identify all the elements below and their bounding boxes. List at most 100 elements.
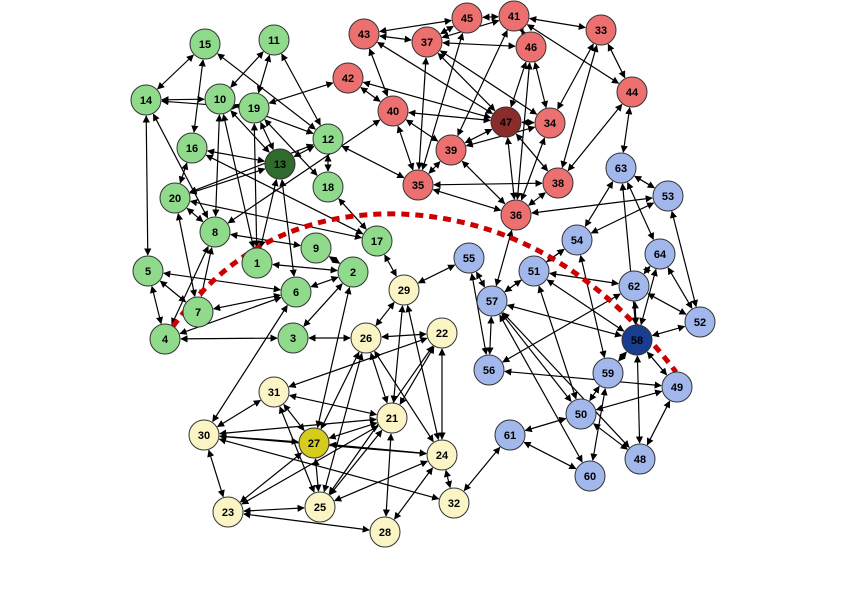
node-64[interactable]: 64 [644,238,676,270]
node-circle-27 [298,427,330,459]
node-label-4: 4 [162,334,169,346]
node-48[interactable]: 48 [624,443,656,475]
node-22[interactable]: 22 [426,317,458,349]
node-8[interactable]: 8 [199,216,231,248]
node-62[interactable]: 62 [618,270,650,302]
node-25[interactable]: 25 [304,491,336,523]
node-57[interactable]: 57 [476,285,508,317]
node-23[interactable]: 23 [212,496,244,528]
node-54[interactable]: 54 [561,224,593,256]
node-label-26: 26 [360,333,372,345]
node-41[interactable]: 41 [498,0,530,32]
node-30[interactable]: 30 [188,419,220,451]
node-50[interactable]: 50 [565,398,597,430]
node-9[interactable]: 9 [300,232,332,264]
node-label-48: 48 [634,454,646,466]
node-label-22: 22 [436,328,448,340]
node-38[interactable]: 38 [542,167,574,199]
node-label-1: 1 [254,258,260,270]
node-52[interactable]: 52 [684,306,716,338]
node-label-56: 56 [483,365,495,377]
node-42[interactable]: 42 [332,62,364,94]
node-circle-53 [652,180,684,212]
node-label-49: 49 [671,382,683,394]
node-49[interactable]: 49 [661,371,693,403]
node-40[interactable]: 40 [377,95,409,127]
node-27[interactable]: 27 [298,427,330,459]
node-44[interactable]: 44 [616,76,648,108]
edge-51-57 [504,279,522,293]
node-63[interactable]: 63 [605,152,637,184]
node-1[interactable]: 1 [241,247,273,279]
node-51[interactable]: 51 [518,255,550,287]
node-label-19: 19 [248,103,260,115]
node-46[interactable]: 46 [515,31,547,63]
node-5[interactable]: 5 [132,255,164,287]
node-6[interactable]: 6 [280,276,312,308]
node-34[interactable]: 34 [534,107,566,139]
node-53[interactable]: 53 [652,180,684,212]
node-56[interactable]: 56 [473,354,505,386]
node-11[interactable]: 11 [258,24,290,56]
node-21[interactable]: 21 [376,402,408,434]
edge-47-36 [504,137,518,200]
node-29[interactable]: 29 [388,274,420,306]
node-13[interactable]: 13 [264,148,296,180]
node-7[interactable]: 7 [182,296,214,328]
node-label-15: 15 [199,39,211,51]
node-circle-9 [300,232,332,264]
node-label-61: 61 [504,430,516,442]
node-12[interactable]: 12 [312,123,344,155]
node-label-27: 27 [308,438,320,450]
node-15[interactable]: 15 [189,28,221,60]
edge-22-26 [381,330,427,341]
node-label-25: 25 [314,502,326,514]
node-label-51: 51 [528,266,540,278]
node-4[interactable]: 4 [149,323,181,355]
node-circle-2 [337,256,369,288]
node-33[interactable]: 33 [585,14,617,46]
node-60[interactable]: 60 [574,460,606,492]
node-24[interactable]: 24 [426,439,458,471]
node-label-42: 42 [342,73,354,85]
node-47[interactable]: 47 [490,106,522,138]
edge-12-35 [341,145,405,179]
node-20[interactable]: 20 [159,182,191,214]
node-14[interactable]: 14 [130,84,162,116]
node-39[interactable]: 39 [435,134,467,166]
node-43[interactable]: 43 [348,18,380,50]
node-19[interactable]: 19 [238,92,270,124]
node-17[interactable]: 17 [361,225,393,257]
node-circle-24 [426,439,458,471]
node-55[interactable]: 55 [453,242,485,274]
node-label-30: 30 [198,430,210,442]
node-2[interactable]: 2 [337,256,369,288]
node-37[interactable]: 37 [411,26,443,58]
node-label-40: 40 [387,106,399,118]
edge-14-15 [157,54,194,90]
node-61[interactable]: 61 [494,419,526,451]
node-59[interactable]: 59 [592,357,624,389]
edge-37-46 [442,39,516,50]
node-10[interactable]: 10 [204,83,236,115]
node-label-24: 24 [436,450,449,462]
node-18[interactable]: 18 [312,171,344,203]
node-circle-49 [661,371,693,403]
node-32[interactable]: 32 [438,487,470,519]
node-3[interactable]: 3 [277,322,309,354]
node-26[interactable]: 26 [350,322,382,354]
edge-58-59 [618,351,627,362]
node-31[interactable]: 31 [258,376,290,408]
node-16[interactable]: 16 [176,132,208,164]
node-label-2: 2 [350,267,356,279]
node-circle-23 [212,496,244,528]
node-28[interactable]: 28 [369,516,401,548]
edge-2-27 [315,286,352,429]
node-45[interactable]: 45 [451,2,483,34]
node-58[interactable]: 58 [621,324,653,356]
node-35[interactable]: 35 [402,169,434,201]
edge-46-34 [532,61,549,109]
edge-38-35 [433,179,543,189]
node-circle-4 [149,323,181,355]
node-36[interactable]: 36 [500,199,532,231]
